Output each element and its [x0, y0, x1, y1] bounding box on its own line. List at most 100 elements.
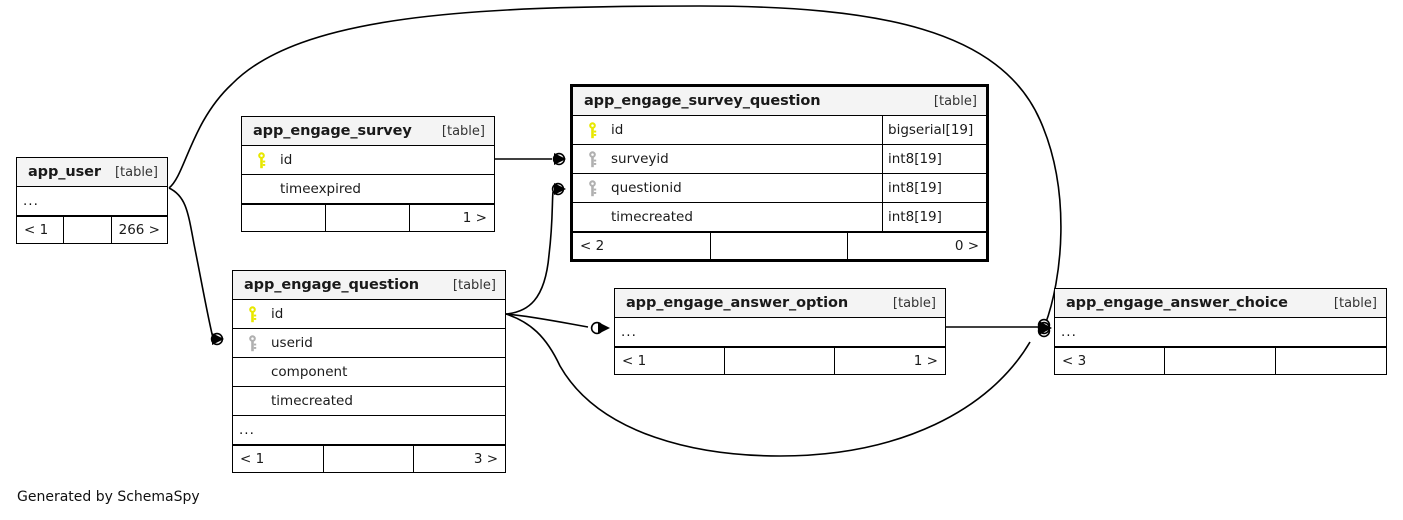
table-kind-label: [table] [114, 164, 159, 180]
table-name: app_engage_survey [253, 123, 412, 139]
foreign-key-icon [241, 334, 263, 352]
footer-child-count: 266 > [118, 222, 160, 238]
footer-middle [711, 233, 849, 259]
column-row[interactable]: userid [233, 329, 505, 358]
column-label-group: questionid [573, 179, 882, 197]
foreign-key-icon [581, 150, 603, 168]
footer-parent-count: < 3 [1055, 348, 1166, 374]
ellipsis-label: ... [1061, 324, 1077, 340]
table-kind-label: [table] [441, 123, 485, 139]
table-footer: < 3 [1055, 347, 1386, 374]
table-name: app_engage_answer_option [626, 295, 849, 311]
table-app_engage_answer_option[interactable]: app_engage_answer_option [table]... < 1 1 > [614, 288, 946, 375]
column-name: surveyid [611, 151, 669, 167]
table-footer: < 1 1 > [615, 347, 945, 374]
column-row[interactable]: questionid int8[19] [573, 174, 986, 203]
column-ellipsis-row: ... [1055, 318, 1386, 347]
edge-user-to-question-userid [168, 187, 214, 339]
column-name: timeexpired [280, 181, 362, 197]
column-row[interactable]: id bigserial[19] [573, 116, 986, 145]
table-name: app_engage_survey_question [584, 93, 821, 109]
table-footer: < 2 0 > [573, 232, 986, 259]
column-type: int8[19] [882, 145, 986, 173]
column-label-group: userid [233, 334, 505, 352]
ellipsis-label: ... [239, 422, 255, 438]
column-row[interactable]: timeexpired [242, 175, 494, 204]
column-type: int8[19] [882, 203, 986, 231]
table-kind-label: [table] [452, 277, 496, 293]
table-footer: < 1 3 > [233, 445, 505, 472]
table-app_user[interactable]: app_user [table]... < 1 266 > [16, 157, 168, 244]
edge-question-to-questionid [505, 191, 554, 315]
table-app_engage_answer_choice[interactable]: app_engage_answer_choice [table]... < 3 [1054, 288, 1387, 375]
footer-child-count: 3 > [473, 451, 499, 467]
footer-child-count [1276, 348, 1386, 374]
table-kind-label: [table] [892, 295, 936, 311]
column-label-group: timecreated [573, 209, 882, 225]
footer-child-count: 1 > [462, 210, 487, 226]
column-ellipsis-row: ... [615, 318, 945, 347]
column-row[interactable]: id [233, 300, 505, 329]
table-kind-label: [table] [933, 93, 977, 109]
table-name: app_engage_question [244, 277, 420, 293]
footer-middle [64, 217, 112, 243]
column-type: int8[19] [882, 174, 986, 202]
column-row[interactable]: component [233, 358, 505, 387]
column-row[interactable]: id [242, 146, 494, 175]
table-title-bar: app_engage_question [table] [233, 271, 505, 300]
column-label-group: id [233, 305, 505, 323]
column-name: component [271, 364, 348, 380]
footer-parent-count: < 1 [233, 446, 324, 472]
column-name: id [280, 152, 293, 168]
footer-middle [326, 205, 410, 231]
column-label-group: timecreated [233, 393, 505, 409]
column-label-group: component [233, 364, 505, 380]
table-app_engage_question[interactable]: app_engage_question [table] id userid compon… [232, 270, 506, 473]
footer-child-count: 0 > [954, 238, 980, 254]
column-label-group: surveyid [573, 150, 882, 168]
ellipsis-label: ... [621, 324, 637, 340]
column-name: userid [271, 335, 313, 351]
table-name: app_engage_answer_choice [1066, 295, 1288, 311]
primary-key-icon [241, 305, 263, 323]
column-name: timecreated [271, 393, 353, 409]
primary-key-icon [581, 121, 603, 139]
generated-by-caption: Generated by SchemaSpy [17, 489, 200, 505]
table-app_engage_survey[interactable]: app_engage_survey [table] id timeexpired 1 > [241, 116, 495, 232]
column-ellipsis-row: ... [17, 187, 167, 216]
column-label-group: id [573, 121, 882, 139]
foreign-key-icon [581, 179, 603, 197]
column-row[interactable]: surveyid int8[19] [573, 145, 986, 174]
edge-question-to-answer-option [505, 313, 589, 328]
column-label-group: timeexpired [242, 181, 494, 197]
table-title-bar: app_engage_survey_question [table] [573, 87, 986, 116]
ellipsis-label: ... [23, 193, 39, 209]
footer-child-count: 1 > [913, 353, 938, 369]
table-name: app_user [28, 164, 101, 180]
table-footer: < 1 266 > [17, 216, 167, 243]
footer-parent-count: < 1 [615, 348, 725, 374]
footer-middle [1165, 348, 1276, 374]
table-title-bar: app_engage_answer_choice [table] [1055, 289, 1386, 318]
footer-parent-count: < 2 [573, 233, 711, 259]
column-ellipsis-row: ... [233, 416, 505, 445]
table-title-bar: app_engage_survey [table] [242, 117, 494, 146]
column-type: bigserial[19] [882, 116, 986, 144]
column-name: id [611, 122, 624, 138]
table-footer: 1 > [242, 204, 494, 231]
table-title-bar: app_user [table] [17, 158, 167, 187]
column-row[interactable]: timecreated [233, 387, 505, 416]
table-app_engage_survey_question[interactable]: app_engage_survey_question [table] id bigse… [570, 84, 989, 262]
column-name: timecreated [611, 209, 693, 225]
primary-key-icon [250, 151, 272, 169]
column-name: id [271, 306, 284, 322]
table-kind-label: [table] [1333, 295, 1377, 311]
column-row[interactable]: timecreated int8[19] [573, 203, 986, 232]
footer-parent-count: < 1 [17, 217, 65, 243]
column-name: questionid [611, 180, 682, 196]
table-title-bar: app_engage_answer_option [table] [615, 289, 945, 318]
footer-middle [324, 446, 415, 472]
footer-parent-count [242, 205, 326, 231]
footer-middle [725, 348, 835, 374]
